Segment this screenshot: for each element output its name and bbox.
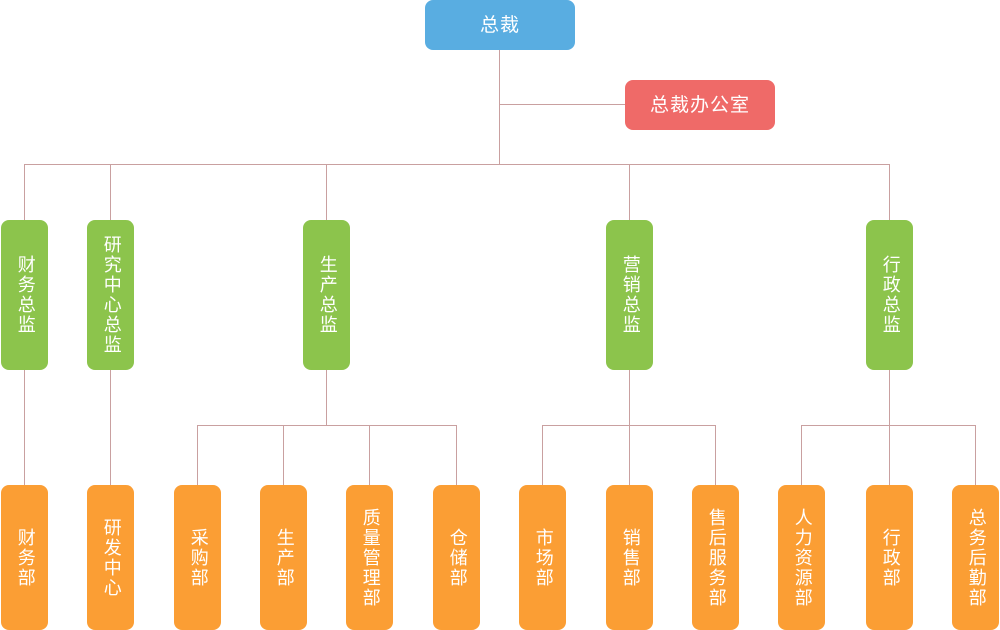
connector-drop-director-administration	[889, 164, 890, 220]
connector-drop-dept-warehouse	[456, 425, 457, 485]
connector-finance-to-dept	[24, 370, 25, 485]
connector-director-bus	[24, 164, 890, 165]
connector-research-to-dept	[110, 370, 111, 485]
node-director-finance[interactable]: 财务总监	[1, 220, 48, 370]
connector-drop-director-finance	[24, 164, 25, 220]
connector-drop-dept-sales	[629, 425, 630, 485]
node-dept-administration[interactable]: 行政部	[866, 485, 913, 630]
connector-production-trunk	[326, 370, 327, 425]
connector-production-bus	[197, 425, 457, 426]
connector-drop-dept-procurement	[197, 425, 198, 485]
node-dept-finance[interactable]: 财务部	[1, 485, 48, 630]
node-dept-rd-center[interactable]: 研发中心	[87, 485, 134, 630]
connector-administration-bus	[801, 425, 976, 426]
connector-drop-dept-admin	[889, 425, 890, 485]
node-director-research-center[interactable]: 研究中心总监	[87, 220, 134, 370]
node-dept-warehouse[interactable]: 仓储部	[433, 485, 480, 630]
connector-drop-dept-production	[283, 425, 284, 485]
connector-drop-director-marketing	[629, 164, 630, 220]
node-president-office[interactable]: 总裁办公室	[625, 80, 775, 130]
node-dept-after-sales-service[interactable]: 售后服务部	[692, 485, 739, 630]
node-dept-quality-management[interactable]: 质量管理部	[346, 485, 393, 630]
node-president[interactable]: 总裁	[425, 0, 575, 50]
node-dept-sales[interactable]: 销售部	[606, 485, 653, 630]
node-dept-market[interactable]: 市场部	[519, 485, 566, 630]
node-director-production[interactable]: 生产总监	[303, 220, 350, 370]
connector-marketing-trunk	[629, 370, 630, 425]
node-dept-production[interactable]: 生产部	[260, 485, 307, 630]
node-director-marketing[interactable]: 营销总监	[606, 220, 653, 370]
connector-drop-dept-quality	[369, 425, 370, 485]
node-director-administration[interactable]: 行政总监	[866, 220, 913, 370]
node-dept-human-resources[interactable]: 人力资源部	[778, 485, 825, 630]
connector-drop-director-research	[110, 164, 111, 220]
connector-president-to-office	[499, 104, 625, 105]
connector-drop-dept-hr	[801, 425, 802, 485]
connector-president-trunk	[499, 50, 500, 164]
node-dept-general-affairs-logistics[interactable]: 总务后勤部	[952, 485, 999, 630]
connector-drop-dept-aftersales	[715, 425, 716, 485]
connector-drop-dept-generalaffairs	[975, 425, 976, 485]
connector-drop-dept-market	[542, 425, 543, 485]
connector-administration-trunk	[889, 370, 890, 425]
node-dept-procurement[interactable]: 采购部	[174, 485, 221, 630]
connector-drop-director-production	[326, 164, 327, 220]
